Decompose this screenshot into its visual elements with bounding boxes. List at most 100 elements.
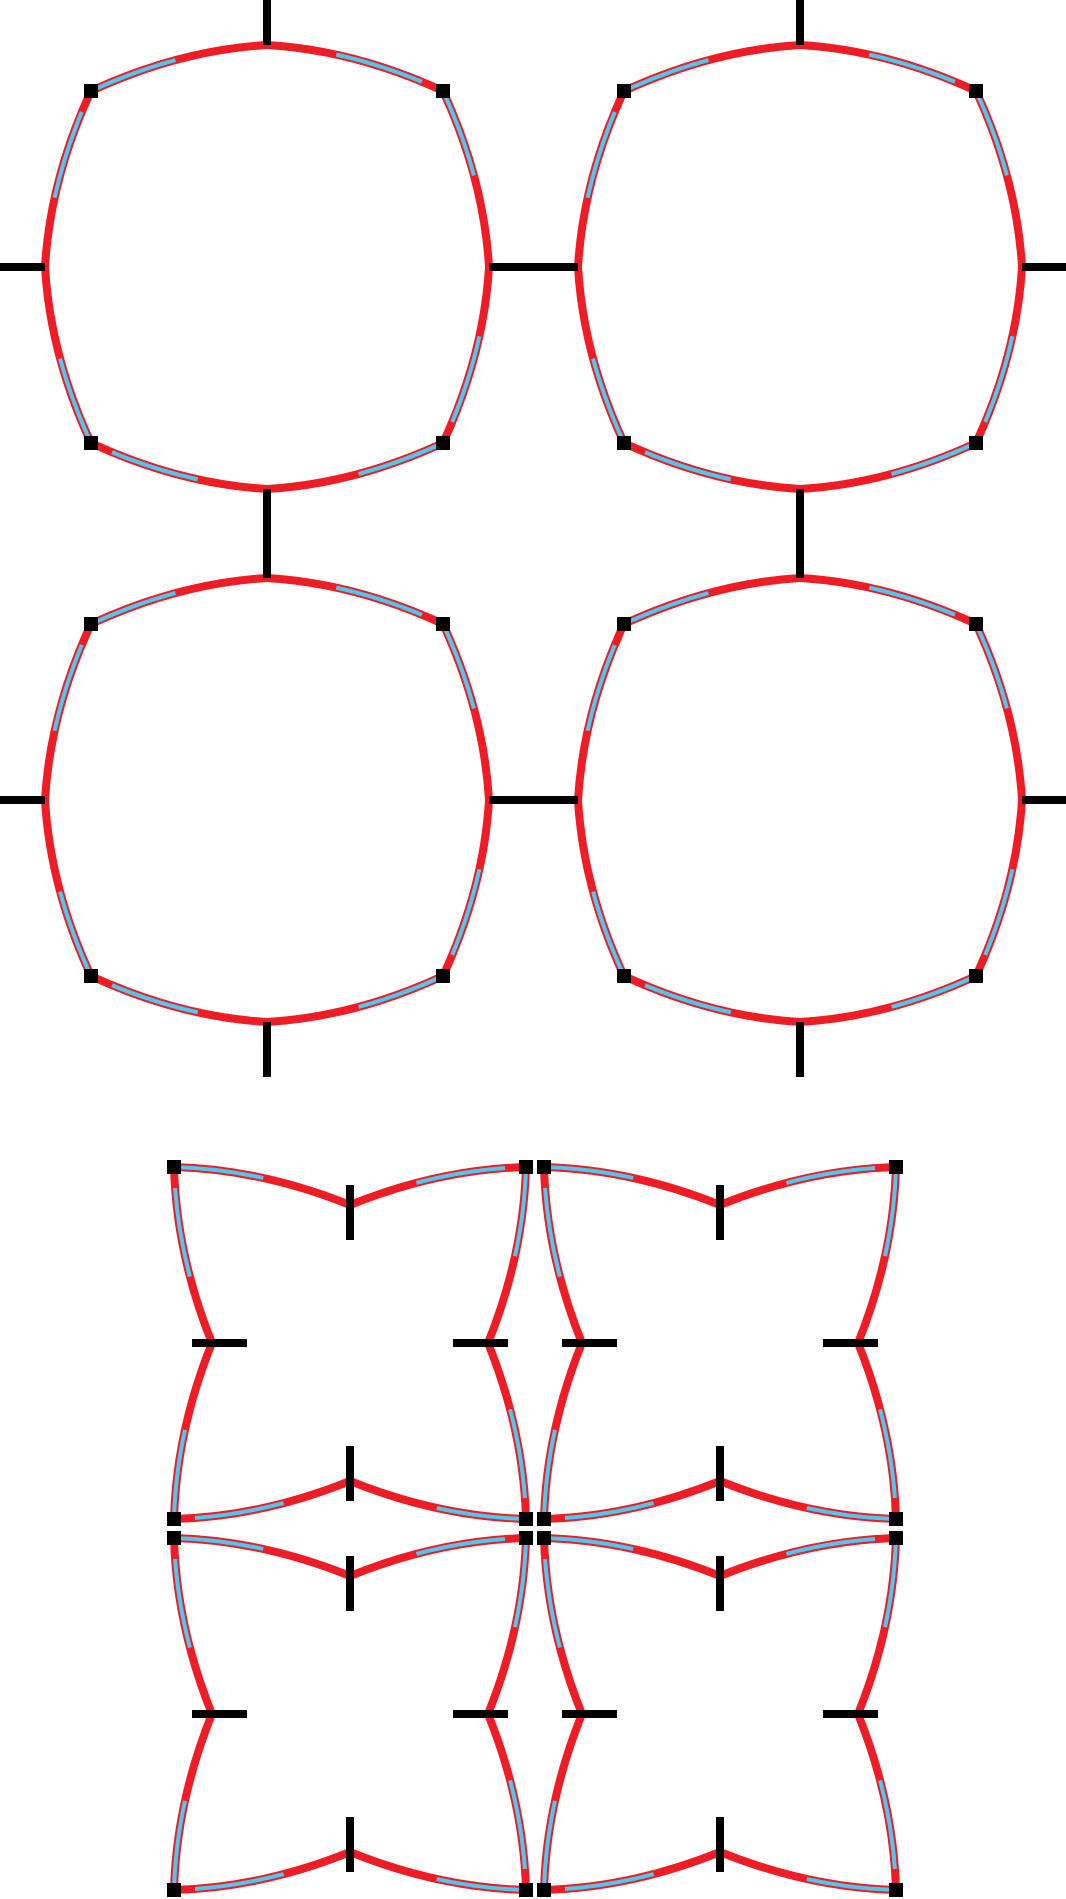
cell-5-corner-1 bbox=[519, 1160, 533, 1174]
cell-1 bbox=[0, 0, 537, 544]
cell-1-edge-1-1-inner bbox=[441, 266, 491, 444]
cell-3-corner-1 bbox=[436, 617, 450, 631]
cell-5-edge-0-1-inner bbox=[349, 1165, 527, 1207]
cell-2 bbox=[530, 0, 1066, 544]
contracted-lattice-panel bbox=[167, 1160, 903, 1897]
cell-2-edge-3-0-inner bbox=[576, 266, 626, 444]
cell-2-corner-2 bbox=[969, 436, 983, 450]
cell-2-corner-0 bbox=[617, 84, 631, 98]
cell-8-edge-0-1-inner bbox=[719, 1536, 897, 1578]
cell-3-edge-2-1-inner bbox=[90, 974, 268, 1024]
cell-6-corner-3 bbox=[537, 1512, 551, 1526]
cell-1-edge-2-0-inner bbox=[266, 441, 444, 491]
cell-7 bbox=[167, 1531, 533, 1897]
cell-2-edge-2-1-inner bbox=[623, 441, 801, 491]
cell-4-edge-1-0-inner bbox=[974, 623, 1024, 801]
cell-4-edge-2-1-inner bbox=[623, 974, 801, 1024]
cell-8-corner-0 bbox=[537, 1531, 551, 1545]
cell-5-corner-3 bbox=[167, 1512, 181, 1526]
cell-6-edge-1-0-inner bbox=[856, 1166, 898, 1344]
cell-3-edge-1-1-inner bbox=[441, 799, 491, 977]
cell-6-corner-1 bbox=[889, 1160, 903, 1174]
cell-7-corner-0 bbox=[167, 1531, 181, 1545]
cell-5-edge-1-1-inner bbox=[486, 1342, 528, 1520]
cell-1-edge-0-1-inner bbox=[266, 43, 444, 93]
cell-2-corner-3 bbox=[617, 436, 631, 450]
cell-3-corner-3 bbox=[84, 969, 98, 983]
cell-5-edge-3-1-inner bbox=[172, 1166, 214, 1344]
cell-6-edge-1-1-inner bbox=[856, 1342, 898, 1520]
cell-8 bbox=[537, 1531, 903, 1897]
cell-8-edge-1-1-inner bbox=[856, 1713, 898, 1891]
cell-7-corner-3 bbox=[167, 1883, 181, 1897]
cell-5-corner-0 bbox=[167, 1160, 181, 1174]
cell-2-edge-1-1-inner bbox=[974, 266, 1024, 444]
cell-7-corner-1 bbox=[519, 1531, 533, 1545]
cell-6 bbox=[537, 1160, 903, 1526]
cell-2-edge-0-0-inner bbox=[623, 43, 801, 93]
cell-6-corner-2 bbox=[889, 1512, 903, 1526]
cell-2-edge-3-1-inner bbox=[576, 90, 626, 268]
cell-3-edge-0-0-inner bbox=[90, 576, 268, 626]
cell-8-corner-2 bbox=[889, 1883, 903, 1897]
cell-8-edge-1-0-inner bbox=[856, 1537, 898, 1715]
cell-1-edge-3-0-inner bbox=[43, 266, 93, 444]
cell-3-edge-3-0-inner bbox=[43, 799, 93, 977]
cell-4 bbox=[530, 523, 1066, 1077]
cell-4-edge-0-1-inner bbox=[799, 576, 977, 626]
cell-4-edge-2-0-inner bbox=[799, 974, 977, 1024]
cell-8-edge-2-1-inner bbox=[543, 1850, 721, 1892]
cell-5-edge-3-0-inner bbox=[172, 1342, 214, 1520]
cell-7-corner-2 bbox=[519, 1883, 533, 1897]
cell-5-corner-2 bbox=[519, 1512, 533, 1526]
cell-1-corner-1 bbox=[436, 84, 450, 98]
cell-8-edge-0-0-inner bbox=[543, 1536, 721, 1578]
cell-2-edge-0-1-inner bbox=[799, 43, 977, 93]
cell-3-edge-0-1-inner bbox=[266, 576, 444, 626]
cell-8-corner-1 bbox=[889, 1531, 903, 1545]
cell-8-edge-3-0-inner bbox=[542, 1713, 584, 1891]
cell-3 bbox=[0, 523, 537, 1077]
cell-1-corner-0 bbox=[84, 84, 98, 98]
cell-1-edge-1-0-inner bbox=[441, 90, 491, 268]
cell-5-edge-0-0-inner bbox=[173, 1165, 351, 1207]
cell-5 bbox=[167, 1160, 533, 1526]
cell-6-edge-3-0-inner bbox=[542, 1342, 584, 1520]
cell-7-edge-0-1-inner bbox=[349, 1536, 527, 1578]
cell-7-edge-2-1-inner bbox=[173, 1850, 351, 1892]
cell-1-edge-2-1-inner bbox=[90, 441, 268, 491]
cell-6-edge-3-1-inner bbox=[542, 1166, 584, 1344]
cell-5-edge-1-0-inner bbox=[486, 1166, 528, 1344]
cell-4-edge-0-0-inner bbox=[623, 576, 801, 626]
cell-6-edge-2-0-inner bbox=[719, 1479, 897, 1521]
cell-6-edge-0-1-inner bbox=[719, 1165, 897, 1207]
cell-4-edge-1-1-inner bbox=[974, 799, 1024, 977]
cell-1-edge-3-1-inner bbox=[43, 90, 93, 268]
cell-8-edge-2-0-inner bbox=[719, 1850, 897, 1892]
cell-3-corner-0 bbox=[84, 617, 98, 631]
cell-4-corner-2 bbox=[969, 969, 983, 983]
cell-7-edge-1-1-inner bbox=[486, 1713, 528, 1891]
cell-7-edge-0-0-inner bbox=[173, 1536, 351, 1578]
cell-6-corner-0 bbox=[537, 1160, 551, 1174]
cell-8-edge-3-1-inner bbox=[542, 1537, 584, 1715]
expanded-lattice-panel bbox=[0, 0, 1066, 1077]
cell-5-edge-2-1-inner bbox=[173, 1479, 351, 1521]
cell-7-edge-3-0-inner bbox=[172, 1713, 214, 1891]
cell-6-edge-0-0-inner bbox=[543, 1165, 721, 1207]
cell-4-edge-3-1-inner bbox=[576, 623, 626, 801]
cell-2-edge-1-0-inner bbox=[974, 90, 1024, 268]
cell-1-edge-0-0-inner bbox=[90, 43, 268, 93]
cell-1-corner-2 bbox=[436, 436, 450, 450]
cell-7-edge-3-1-inner bbox=[172, 1537, 214, 1715]
cell-4-edge-3-0-inner bbox=[576, 799, 626, 977]
cell-7-edge-2-0-inner bbox=[349, 1850, 527, 1892]
cell-1-corner-3 bbox=[84, 436, 98, 450]
cell-3-edge-2-0-inner bbox=[266, 974, 444, 1024]
cell-4-corner-1 bbox=[969, 617, 983, 631]
cell-4-corner-3 bbox=[617, 969, 631, 983]
cell-7-edge-1-0-inner bbox=[486, 1537, 528, 1715]
cell-2-corner-1 bbox=[969, 84, 983, 98]
